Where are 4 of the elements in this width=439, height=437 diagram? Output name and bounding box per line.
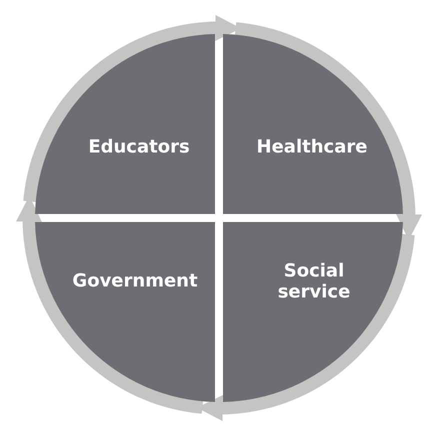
segment-label: Government xyxy=(72,272,198,292)
segment-label: Healthcare xyxy=(256,138,368,158)
segment-label: Educators xyxy=(88,138,190,158)
segment-label: Social service xyxy=(276,261,352,303)
